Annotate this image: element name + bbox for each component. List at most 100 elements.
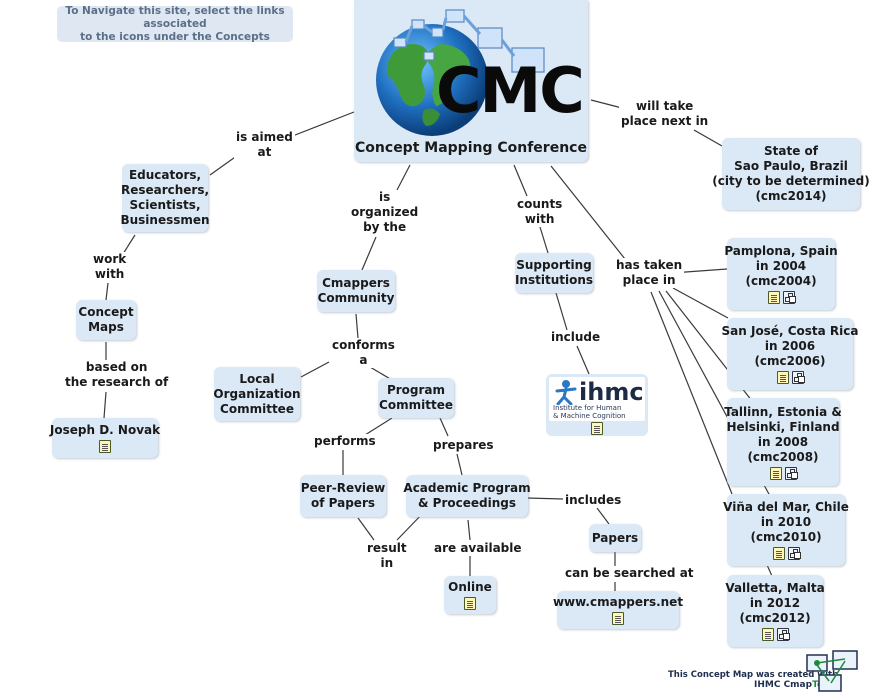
concept-text: Supporting bbox=[516, 258, 592, 272]
concept-san-jose[interactable]: San José, Costa Rica in 2006 (cmc2006) bbox=[722, 318, 858, 390]
concept-tallinn[interactable]: Tallinn, Estonia & Helsinki, Finland in … bbox=[724, 398, 842, 486]
concept-text: Educators, bbox=[128, 168, 202, 182]
concept-map-link-icon[interactable] bbox=[791, 371, 804, 384]
link-work-with: work with bbox=[91, 252, 129, 282]
concept-text: (cmc2014) bbox=[755, 189, 827, 203]
concept-cmappers-net[interactable]: www.cmappers.net bbox=[553, 591, 683, 629]
link-text: in bbox=[380, 556, 394, 570]
cmc-logo-text: CMC bbox=[436, 54, 585, 127]
document-link-icon[interactable] bbox=[767, 291, 780, 304]
concept-map-link-icon[interactable] bbox=[787, 547, 800, 560]
link-text: is aimed bbox=[236, 130, 293, 144]
document-link-icon[interactable] bbox=[761, 628, 774, 641]
concept-text: Cmappers bbox=[322, 276, 390, 290]
concept-text: in 2004 bbox=[755, 259, 807, 273]
link-include: include bbox=[549, 330, 603, 345]
concept-map-link-icon[interactable] bbox=[776, 628, 789, 641]
link-will-take-place-next-in: will take place next in bbox=[619, 99, 711, 129]
concept-vina-del-mar[interactable]: Viña del Mar, Chile in 2010 (cmc2010) bbox=[723, 494, 849, 566]
concept-sao-paulo[interactable]: State of Sao Paulo, Brazil (city to be d… bbox=[712, 138, 870, 210]
link-text: counts bbox=[517, 197, 563, 211]
footer-line1: This Concept Map was created with bbox=[668, 670, 839, 680]
concept-text: Tallinn, Estonia & bbox=[724, 404, 842, 419]
concept-text: Papers bbox=[591, 530, 639, 545]
concept-educators[interactable]: Educators, Researchers, Scientists, Busi… bbox=[120, 164, 210, 232]
concept-text: www.cmappers.net bbox=[552, 595, 684, 609]
concept-text: of Papers bbox=[311, 496, 376, 510]
document-link-icon[interactable] bbox=[464, 597, 476, 610]
concept-papers[interactable]: Papers bbox=[589, 524, 641, 552]
navigation-note: To Navigate this site, select the links … bbox=[57, 4, 293, 43]
concept-academic-program[interactable]: Academic Program & Proceedings bbox=[403, 475, 531, 517]
concept-map-link-icon[interactable] bbox=[782, 291, 795, 304]
document-link-icon[interactable] bbox=[99, 440, 111, 453]
concept-text: Institutions bbox=[514, 273, 594, 287]
concept-peer-review[interactable]: Peer-Review of Papers bbox=[300, 475, 386, 517]
ihmc-logo[interactable]: ihmc Institute for Human & Machine Cogni… bbox=[546, 374, 648, 436]
concept-cmappers-community[interactable]: Cmappers Community bbox=[317, 270, 395, 312]
ihmc-logo-name: ihmc bbox=[579, 378, 644, 406]
concept-concept-maps[interactable]: Concept Maps bbox=[76, 300, 136, 340]
concept-text: Organization bbox=[213, 386, 301, 401]
concept-text: in 2012 bbox=[749, 596, 801, 610]
concept-supporting-institutions[interactable]: Supporting Institutions bbox=[515, 253, 593, 293]
link-conforms-a: conforms a bbox=[330, 338, 397, 368]
link-text: can be searched at bbox=[565, 566, 694, 580]
concept-text: (city to be determined) bbox=[712, 174, 870, 188]
globe-logo-icon bbox=[376, 9, 545, 136]
concept-online[interactable]: Online bbox=[444, 576, 496, 614]
concept-text: Sao Paulo, Brazil bbox=[734, 159, 848, 173]
concept-valletta[interactable]: Valletta, Malta in 2012 (cmc2012) bbox=[725, 575, 825, 647]
navigation-note-line1: To Navigate this site, select the links … bbox=[65, 4, 285, 30]
ihmc-logo-subtitle: Institute for Human & Machine Cognition bbox=[553, 404, 626, 420]
concept-text: Committee bbox=[379, 398, 453, 412]
link-text: a bbox=[359, 353, 368, 367]
concept-text: Pamplona, Spain bbox=[724, 244, 838, 258]
link-is-organized-by-the: is organized by the bbox=[349, 190, 421, 235]
concept-text: (cmc2012) bbox=[739, 611, 811, 625]
document-link-icon[interactable] bbox=[776, 371, 789, 384]
concept-text: Scientists, bbox=[129, 198, 201, 212]
concept-pamplona[interactable]: Pamplona, Spain in 2004 (cmc2004) bbox=[724, 238, 838, 310]
link-text: includes bbox=[565, 493, 622, 507]
document-link-icon[interactable] bbox=[769, 466, 782, 480]
link-counts-with: counts with bbox=[515, 197, 565, 227]
link-text: prepares bbox=[433, 438, 494, 452]
concept-text: (cmc2008) bbox=[747, 449, 819, 464]
cmc-banner[interactable]: CMC Concept Mapping Conference bbox=[354, 0, 588, 162]
concept-text: San José, Costa Rica bbox=[721, 324, 859, 338]
concept-text: in 2008 bbox=[757, 434, 809, 449]
concept-local-organization-committee[interactable]: Local Organization Committee bbox=[213, 367, 301, 421]
link-text: will take bbox=[636, 99, 694, 113]
document-link-icon[interactable] bbox=[772, 547, 785, 560]
link-text: by the bbox=[363, 220, 407, 234]
cmaptools-logo-icon bbox=[806, 650, 858, 692]
concept-text: Committee bbox=[220, 401, 294, 416]
concept-text: Maps bbox=[88, 320, 124, 334]
concept-joseph-novak[interactable]: Joseph D. Novak bbox=[49, 418, 161, 458]
concept-text: Valletta, Malta bbox=[725, 581, 825, 595]
document-link-icon[interactable] bbox=[612, 612, 624, 625]
link-text: at bbox=[257, 145, 272, 159]
link-is-aimed-at: is aimed at bbox=[234, 130, 295, 160]
concept-program-committee[interactable]: Program Committee bbox=[378, 378, 454, 418]
ihmc-subtitle-line: Institute for Human bbox=[553, 404, 622, 412]
navigation-note-line2: to the icons under the Concepts bbox=[80, 30, 270, 43]
link-text: are available bbox=[434, 541, 522, 555]
ihmc-subtitle-line: & Machine Cognition bbox=[553, 412, 626, 420]
link-text: has taken bbox=[616, 258, 683, 272]
link-text: organized bbox=[351, 205, 419, 219]
concept-text: Local bbox=[239, 371, 275, 386]
link-has-taken-place-in: has taken place in bbox=[614, 258, 685, 288]
concept-text: Peer-Review bbox=[300, 481, 386, 495]
footer-brand-prefix: IHMC Cmap bbox=[754, 680, 813, 690]
concept-text: in 2006 bbox=[764, 339, 816, 353]
link-includes: includes bbox=[563, 493, 624, 508]
link-text: conforms bbox=[332, 338, 395, 352]
concept-text: Joseph D. Novak bbox=[49, 423, 161, 437]
concept-map-link-icon[interactable] bbox=[784, 466, 797, 480]
concept-text: (cmc2010) bbox=[750, 530, 822, 544]
concept-text: Viña del Mar, Chile bbox=[723, 500, 849, 514]
document-link-icon[interactable] bbox=[591, 422, 603, 435]
